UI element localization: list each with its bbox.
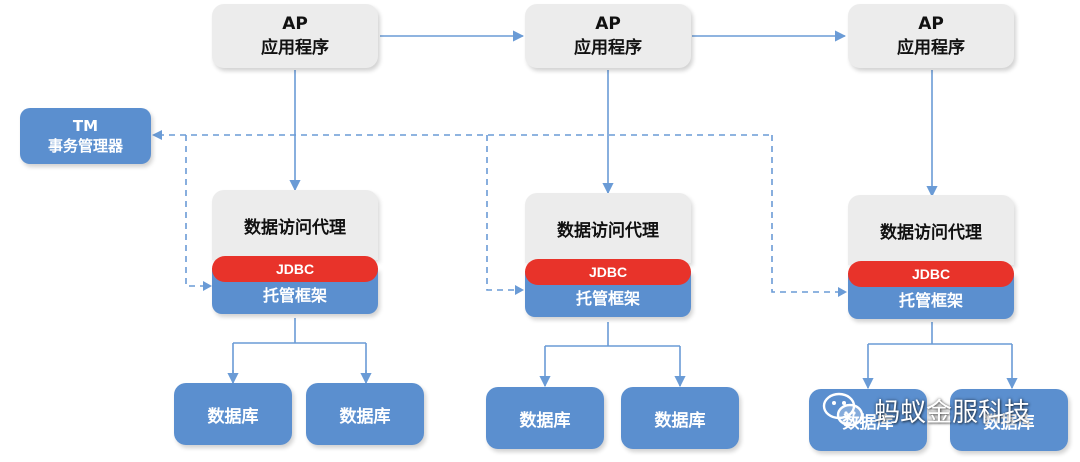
- stack3-to-db-arrows: [867, 322, 1013, 372]
- tm-to-stack3-dashed: [771, 135, 840, 293]
- proxy-stack-1: 数据访问代理 托管框架 JDBC: [212, 190, 378, 316]
- jdbc-bar: JDBC: [525, 259, 691, 285]
- ap-node-2-label: 应用程序: [574, 38, 642, 58]
- data-access-proxy: 数据访问代理: [212, 190, 378, 260]
- database-3: 数据库: [486, 387, 604, 449]
- database-5: 数据库: [809, 389, 927, 451]
- ap-node-2-title: AP: [595, 14, 621, 34]
- proxy-stack-3: 数据访问代理 托管框架 JDBC: [848, 195, 1014, 323]
- stack2-to-db-arrows: [544, 322, 681, 372]
- ap-node-3: AP 应用程序: [848, 4, 1014, 68]
- wechat-icon: [822, 392, 864, 427]
- tm-node: TM 事务管理器: [20, 108, 151, 164]
- ap-node-1-title: AP: [282, 14, 308, 34]
- tm-node-title: TM: [72, 117, 99, 135]
- ap-node-3-label: 应用程序: [897, 38, 965, 58]
- proxy-stack-2: 数据访问代理 托管框架 JDBC: [525, 193, 691, 321]
- database-6: 数据库: [950, 389, 1068, 451]
- database-4: 数据库: [621, 387, 739, 449]
- database-2: 数据库: [306, 383, 424, 445]
- tm-to-stack2-dashed: [486, 135, 518, 291]
- tm-arrowhead: [152, 130, 162, 140]
- ap-node-3-title: AP: [918, 14, 944, 34]
- database-1: 数据库: [174, 383, 292, 445]
- jdbc-bar: JDBC: [848, 261, 1014, 287]
- data-access-proxy: 数据访问代理: [525, 193, 691, 263]
- jdbc-bar: JDBC: [212, 256, 378, 282]
- watermark-text: 蚂蚁金服科技: [874, 397, 1031, 428]
- tm-to-stack1-dashed: [185, 135, 206, 287]
- tm-node-label: 事务管理器: [47, 137, 123, 155]
- data-access-proxy: 数据访问代理: [848, 195, 1014, 265]
- watermark: 蚂蚁金服科技: [822, 390, 1030, 430]
- ap-node-1-label: 应用程序: [261, 38, 329, 58]
- ap-node-1: AP 应用程序: [212, 4, 378, 68]
- ap-node-2: AP 应用程序: [525, 4, 691, 68]
- stack1-to-db-arrows: [232, 318, 367, 381]
